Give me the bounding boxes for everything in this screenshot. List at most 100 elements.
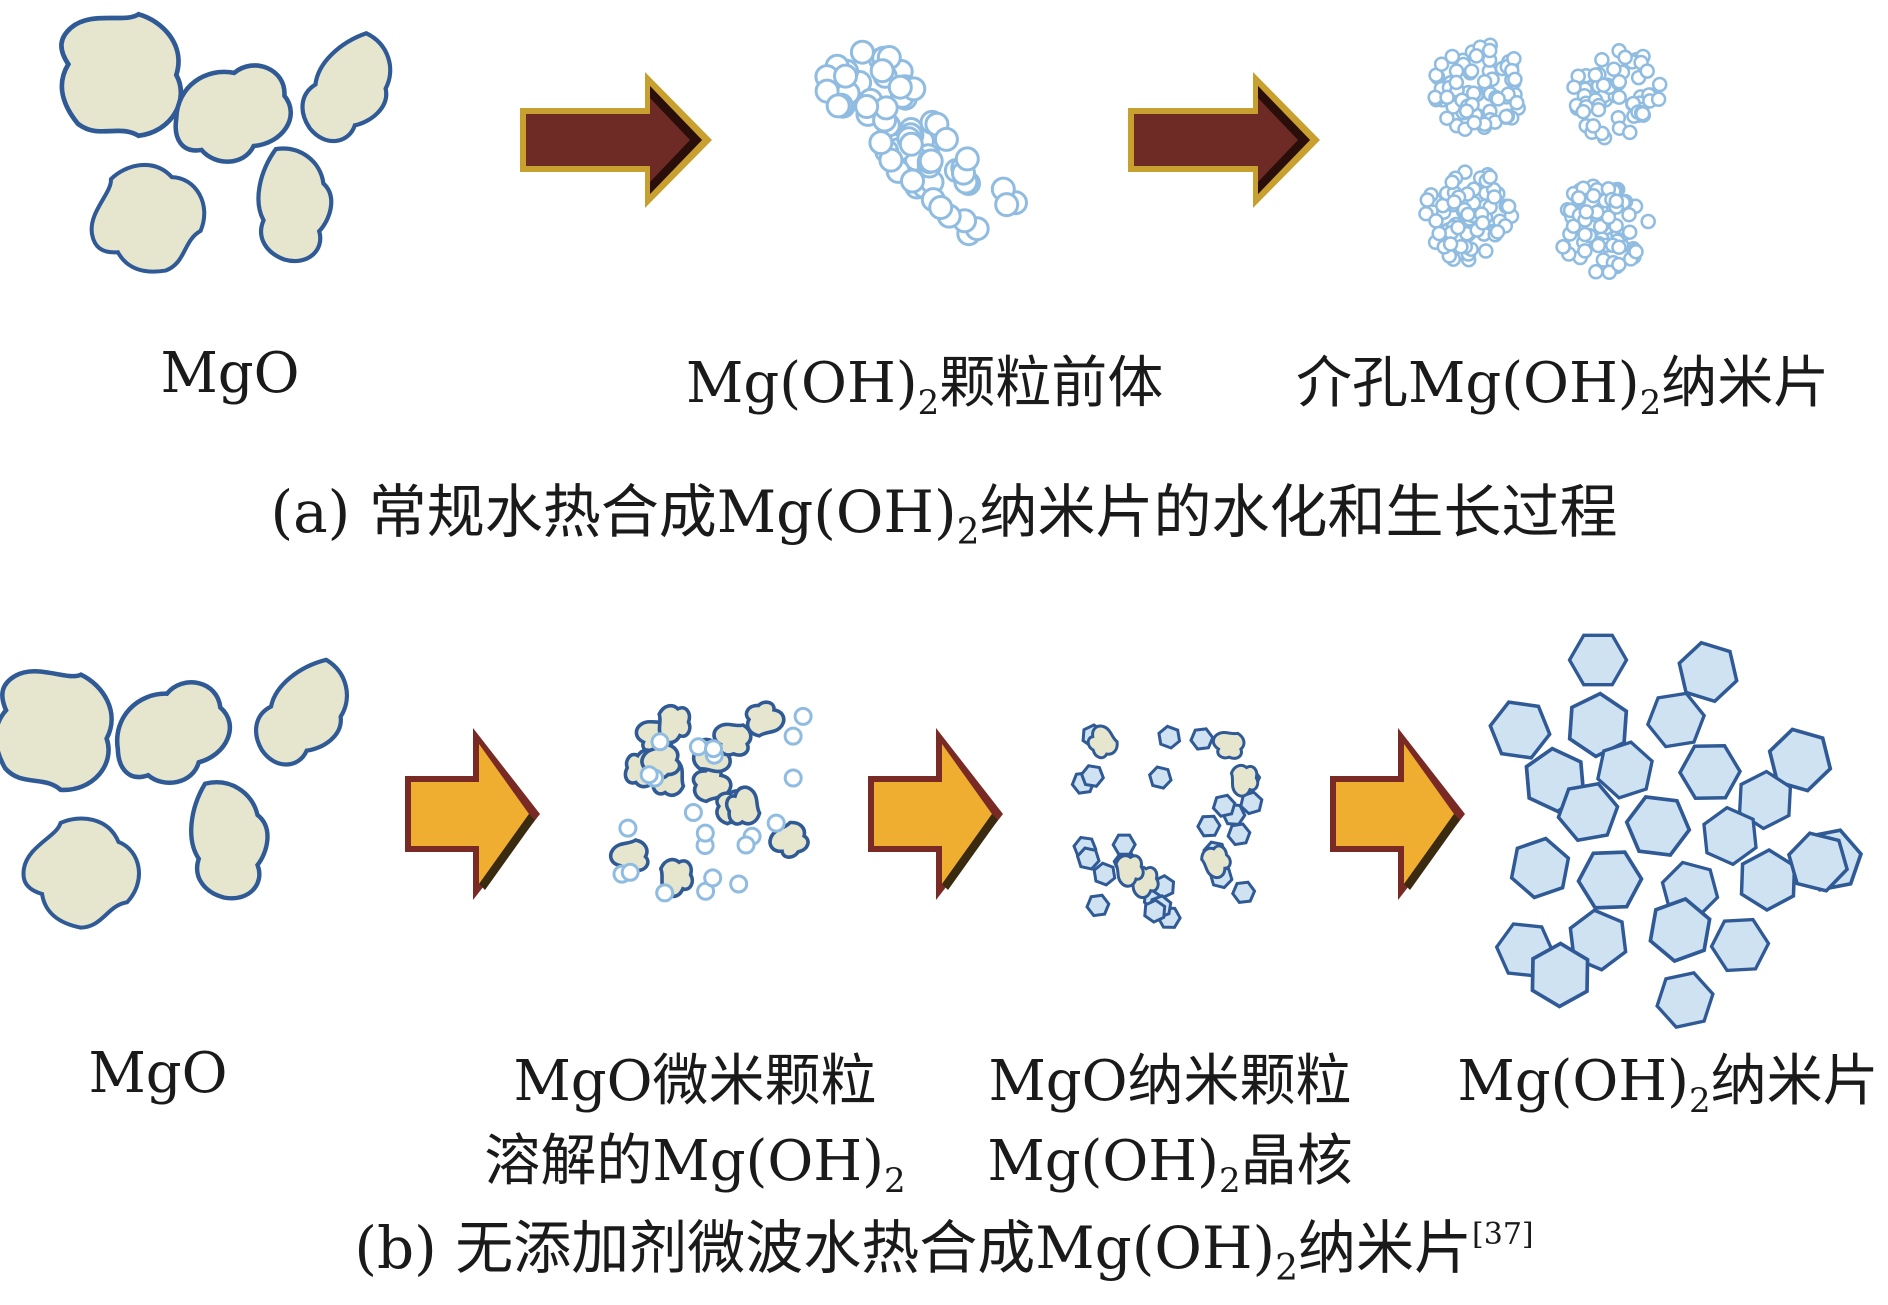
porous-cluster xyxy=(1418,164,1520,268)
mgo-particle xyxy=(10,800,154,945)
arrow-shadow xyxy=(1404,814,1460,890)
cluster-circle xyxy=(1587,67,1604,83)
cluster-circle xyxy=(1476,73,1493,90)
arrow-body xyxy=(1336,744,1454,884)
precursor-circle xyxy=(918,148,944,174)
nucleus-hexagon xyxy=(1186,722,1218,755)
cluster-circle xyxy=(1577,226,1593,243)
cluster-circle xyxy=(1611,74,1628,90)
cluster-circle xyxy=(1489,224,1506,240)
precursor-circle xyxy=(933,126,959,152)
cluster-circle xyxy=(1460,206,1476,223)
cluster-circle xyxy=(1594,52,1610,68)
cluster-circle xyxy=(1578,204,1595,220)
mgo-particle xyxy=(239,650,370,781)
gold-arrow xyxy=(405,728,540,900)
mgo-particle xyxy=(102,673,243,798)
label-micro-line1: MgO微米颗粒 xyxy=(513,1049,876,1114)
nucleus-hexagon xyxy=(1078,763,1107,789)
hydroxide-circle xyxy=(639,765,659,785)
label-mgo-b: MgO xyxy=(88,1041,227,1106)
nanosheet-hexagon xyxy=(1484,698,1556,762)
arrow-body xyxy=(411,744,529,884)
hydroxide-circle xyxy=(766,813,786,833)
cluster-circle xyxy=(1450,219,1466,236)
cluster-circle xyxy=(1482,169,1498,185)
hydroxide-circle xyxy=(703,868,723,888)
precursor-circle xyxy=(833,63,858,89)
hydroxide-circle xyxy=(736,835,756,855)
nanosheet-hexagon xyxy=(1621,793,1695,859)
cluster-circle xyxy=(1490,91,1506,107)
cluster-circle xyxy=(1442,236,1459,252)
cluster-circle xyxy=(1585,118,1602,134)
precursor-circle xyxy=(928,195,954,220)
cluster-circle xyxy=(1611,239,1627,256)
cluster-circle xyxy=(1444,48,1461,65)
arrow-shadow xyxy=(942,814,998,890)
cluster-circle xyxy=(1570,190,1587,206)
cluster-circle xyxy=(1640,213,1656,230)
cluster-circle xyxy=(1486,189,1503,205)
label-nano-line2: Mg(OH)2晶核 xyxy=(987,1129,1352,1201)
cluster-circle xyxy=(1433,56,1450,72)
cluster-circle xyxy=(1622,124,1638,141)
cluster-circle xyxy=(1468,48,1485,64)
cluster-circle xyxy=(1651,76,1668,93)
cluster-circle xyxy=(1634,105,1651,122)
cluster-circle xyxy=(1466,114,1482,131)
caption-b: (b) 无添加剂微波水热合成Mg(OH)2纳米片[37] xyxy=(354,1214,1533,1289)
precursor-circle xyxy=(825,93,851,119)
cluster-circle xyxy=(1621,224,1638,240)
cluster-circle xyxy=(1439,89,1455,106)
cluster-circle xyxy=(1555,239,1571,255)
nucleus-hexagon xyxy=(1154,722,1185,752)
cluster-circle xyxy=(1444,174,1460,191)
hexagonal-nanosheets xyxy=(1484,633,1874,1040)
hydroxide-circle xyxy=(650,732,670,752)
cluster-circle xyxy=(1498,108,1514,125)
hydroxide-circle xyxy=(688,737,708,757)
label-precursor: Mg(OH)2颗粒前体 xyxy=(686,351,1163,423)
hydroxide-circle xyxy=(704,739,723,759)
arrow-a2 xyxy=(1128,72,1320,208)
cluster-circle xyxy=(1566,79,1582,95)
cluster-circle xyxy=(1448,74,1465,91)
mgo-particle xyxy=(253,147,336,264)
nucleus-hexagon xyxy=(1145,764,1175,791)
precursor-circles xyxy=(814,39,1028,247)
cluster-circle xyxy=(1577,243,1593,259)
cluster-circle xyxy=(1419,192,1436,208)
precursor-circle xyxy=(954,146,980,172)
nanosheet-hexagon xyxy=(1567,633,1629,687)
cluster-circle xyxy=(1585,187,1602,204)
dissolving-microparticles xyxy=(606,697,814,903)
label-nanosheet-b: Mg(OH)2纳米片 xyxy=(1457,1049,1878,1121)
cluster-circle xyxy=(1606,61,1622,78)
gold-arrow xyxy=(1330,728,1465,900)
porous-cluster xyxy=(1555,178,1656,281)
hydroxide-circle xyxy=(683,803,703,822)
precursor-circle xyxy=(898,131,924,157)
nanosheet-hexagon xyxy=(1702,905,1778,985)
precursor-circle xyxy=(854,94,880,119)
cluster-circle xyxy=(1621,206,1637,223)
hydroxide-circle xyxy=(783,726,803,746)
cluster-circle xyxy=(1431,225,1447,242)
mgo-particle xyxy=(285,24,413,156)
cluster-circle xyxy=(1446,194,1462,210)
mgo-particle xyxy=(0,662,121,797)
porous-cluster xyxy=(1427,37,1526,137)
cluster-circle xyxy=(1628,243,1644,260)
cluster-circle xyxy=(1590,237,1607,254)
label-nano-line1: MgO纳米颗粒 xyxy=(988,1049,1351,1114)
cluster-circle xyxy=(1478,243,1494,259)
hydroxide-circle xyxy=(783,768,803,788)
cluster-circle xyxy=(1575,103,1592,120)
cluster-circle xyxy=(1507,71,1523,88)
cluster-circle xyxy=(1481,42,1498,59)
mgo-particles-b xyxy=(0,650,370,945)
cluster-circle xyxy=(1509,94,1525,111)
nanoparticles-and-nuclei xyxy=(1067,720,1268,929)
nano-chip xyxy=(1209,727,1248,763)
